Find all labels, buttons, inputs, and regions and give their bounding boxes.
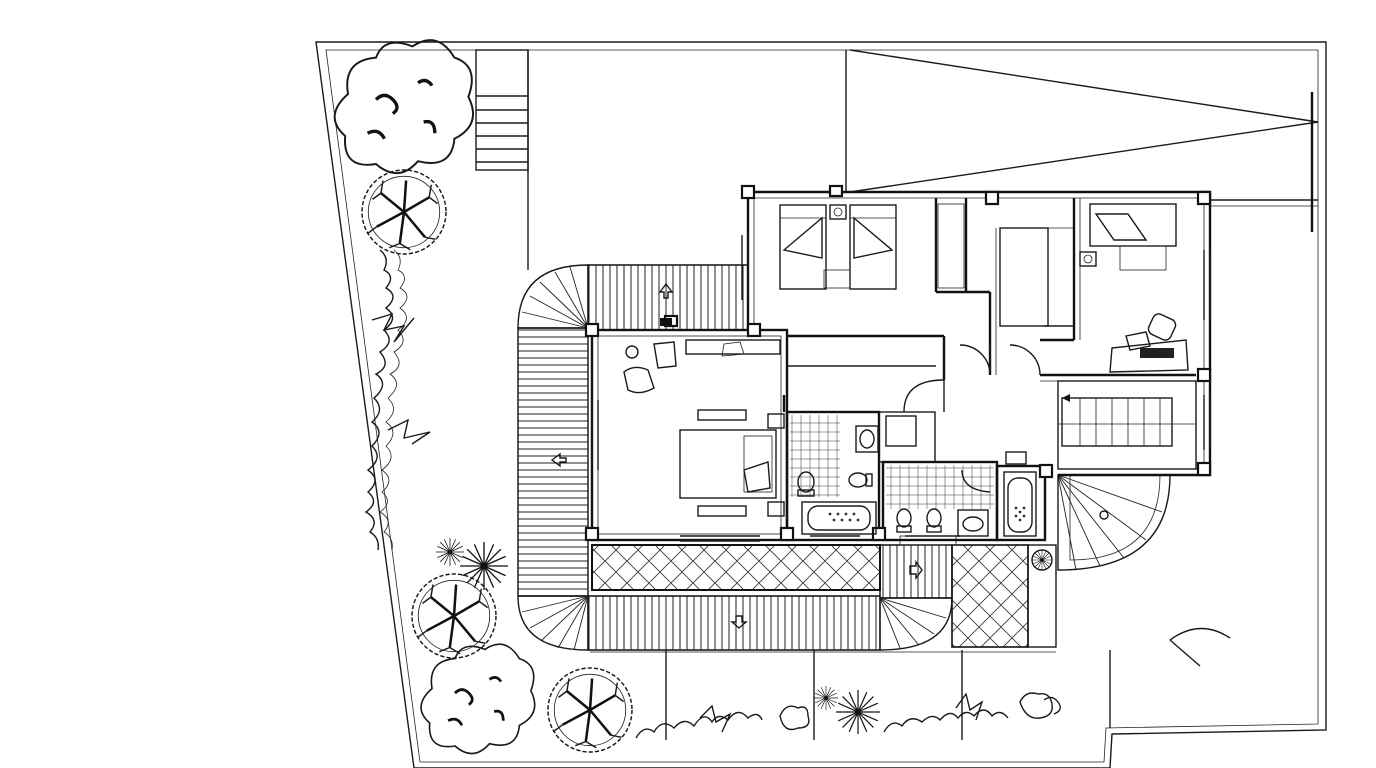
toilet-icon (797, 471, 942, 533)
lot-boundary (315, 41, 1327, 768)
bed-icon (679, 409, 785, 517)
chair-icon (1147, 313, 1177, 341)
arrow-icon (1062, 394, 1070, 402)
bed-icon (779, 204, 897, 290)
desk-icon (1109, 331, 1189, 373)
interior-stair (1057, 380, 1197, 470)
wardrobe (937, 203, 965, 289)
shrub-icon (364, 249, 1109, 739)
bathtub-icon (801, 451, 1037, 537)
chair-icon (623, 341, 677, 394)
bed-icon (1079, 203, 1177, 271)
doors (903, 344, 1231, 667)
fireplace (660, 318, 672, 326)
desk-icon (685, 339, 781, 357)
exterior-stair (475, 49, 529, 171)
wooden-deck (517, 264, 1171, 651)
paved-terrace (591, 535, 1057, 648)
sink-icon (855, 415, 989, 537)
arrow-icon (550, 282, 923, 629)
